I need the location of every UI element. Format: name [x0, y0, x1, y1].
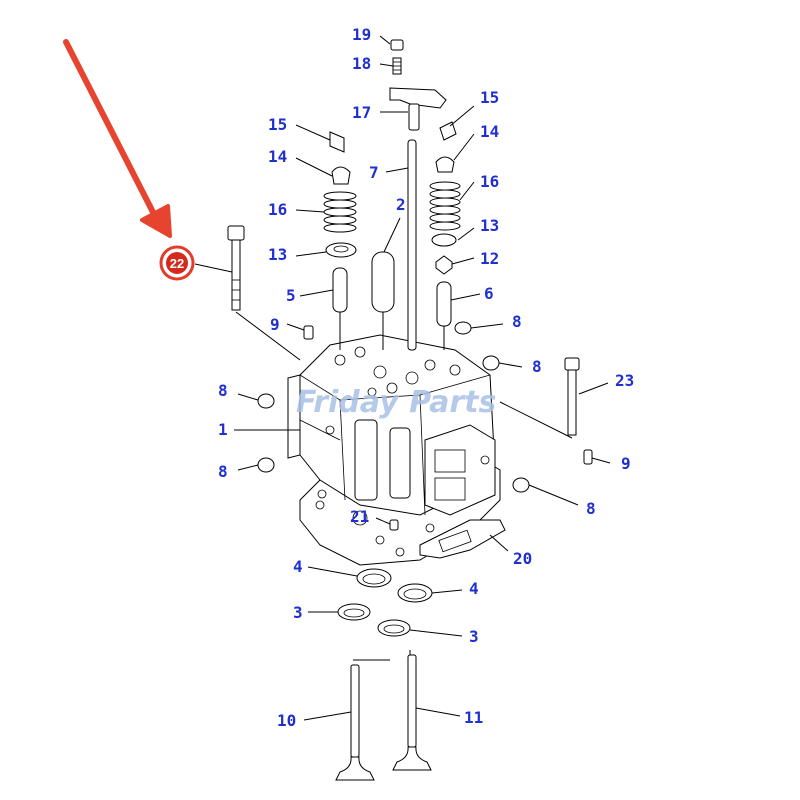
label-17: 17 — [352, 103, 371, 122]
label-12: 12 — [480, 249, 499, 268]
label-13-left: 13 — [268, 245, 287, 264]
label-7: 7 — [369, 163, 379, 182]
part-3-rings — [337, 603, 411, 637]
leader-lines — [194, 35, 611, 721]
label-8-left-lower: 8 — [218, 462, 228, 481]
label-2: 2 — [396, 195, 406, 214]
label-15-right: 15 — [480, 88, 499, 107]
watermark-text: Friday Parts — [296, 385, 496, 420]
label-4-left: 4 — [293, 557, 303, 576]
label-18: 18 — [352, 54, 371, 73]
part-9-pins — [583, 449, 593, 465]
part-10-valve — [335, 664, 375, 781]
highlighted-part-22: 22 — [159, 245, 195, 281]
cylinder-head-assembly — [287, 334, 501, 566]
label-20: 20 — [513, 549, 532, 568]
label-13-right: 13 — [480, 216, 499, 235]
left-valve-stack — [303, 131, 357, 340]
part-21-dowel — [389, 519, 399, 531]
label-19: 19 — [352, 25, 371, 44]
part-23-bolt — [564, 357, 580, 436]
label-9-right: 9 — [621, 454, 631, 473]
label-6: 6 — [484, 284, 494, 303]
label-5: 5 — [286, 286, 296, 305]
label-14-right: 14 — [480, 122, 499, 141]
label-1: 1 — [218, 420, 228, 439]
part-2-tube — [371, 251, 395, 313]
part-11-valve — [392, 654, 432, 771]
label-9-left: 9 — [270, 315, 280, 334]
part-4-rings — [356, 568, 433, 603]
part-7-pushrod — [407, 139, 417, 351]
label-10: 10 — [277, 711, 296, 730]
label-23: 23 — [615, 371, 634, 390]
part-number-labels: 19 18 17 15 14 16 13 5 9 7 2 15 14 16 13… — [218, 25, 634, 730]
right-valve-stack — [429, 121, 472, 335]
label-21: 21 — [350, 507, 369, 526]
label-16-left: 16 — [268, 200, 287, 219]
label-14-left: 14 — [268, 147, 287, 166]
label-8-left-upper: 8 — [218, 381, 228, 400]
label-22: 22 — [170, 256, 184, 271]
part-8-plugs — [257, 355, 530, 493]
label-3-left: 3 — [293, 603, 303, 622]
rocker-assembly — [389, 39, 447, 131]
label-8-lower-right: 8 — [586, 499, 596, 518]
label-8-upper: 8 — [512, 312, 522, 331]
label-15-left: 15 — [268, 115, 287, 134]
part-22-bolt — [227, 225, 245, 311]
label-11: 11 — [464, 708, 483, 727]
part-20-cover-plate — [419, 519, 506, 559]
label-4-right: 4 — [469, 579, 479, 598]
red-arrow-icon — [63, 39, 172, 238]
label-16-right: 16 — [480, 172, 499, 191]
label-3-right: 3 — [469, 627, 479, 646]
label-8-right: 8 — [532, 357, 542, 376]
